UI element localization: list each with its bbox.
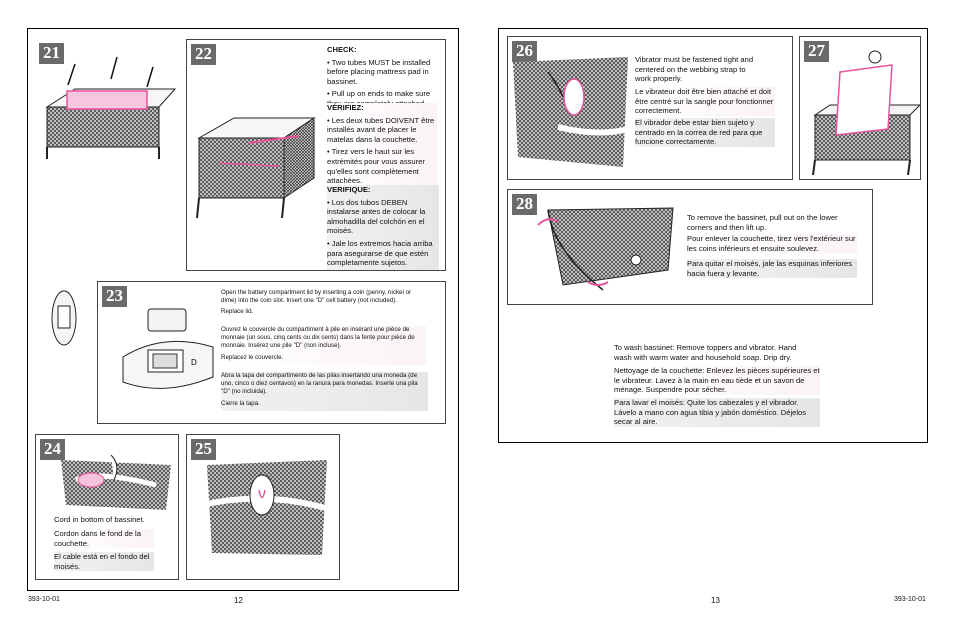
step-number: 27 [804,41,829,62]
step-number: 28 [512,194,537,215]
right-page-number: 13 [711,596,720,605]
mattress-insert-illustration [812,50,920,176]
verifique-text: VERIFIQUE: • Los dos tubos DEBEN instala… [327,185,439,270]
step-26-es: El vibrador debe estar bien sujeto y cen… [635,118,775,147]
step-26-en: Vibrator must be fastened tight and cent… [635,55,763,84]
step-number: 26 [512,41,537,62]
step-23-es: Abra la tapa del compartimento de las pi… [221,372,428,411]
step-number: 21 [39,43,64,64]
instruction-text: Abra la tapa del compartimento de las pi… [221,372,418,396]
check-item: • Two tubes MUST be installed before pla… [327,57,431,86]
step-27-panel: 27 [799,36,921,180]
step-28-en: To remove the bassinet, pull out on the … [687,213,852,233]
vibrator-battery-illustration: D [122,308,214,389]
left-page-number: 12 [234,596,243,605]
playard-illustration [45,56,177,159]
vibrator-strap-illustration [201,460,333,555]
step-21-panel: 21 [35,39,179,172]
playard-tubes-illustration [196,117,316,219]
verifiez-text: VÉRIFIEZ: • Les deux tubes DOIVENT être … [327,103,437,189]
step-26-fr: Le vibrateur doit être bien attaché et d… [635,87,775,116]
cord-illustration [61,454,171,510]
verifiez-item: • Tirez vers le haut sur les extrémités … [327,147,425,186]
step-23-panel: 23 D Open the battery compartment lid by… [97,281,446,424]
battery-label: D [191,358,197,367]
verifiez-item: • Les deux tubes DOIVENT être installés … [327,115,435,144]
instruction-text: Replacez le couvercle. [221,353,284,361]
battery-lid-illustration [51,290,77,346]
step-24-en: Cord in bottom of bassinet. [54,515,164,525]
step-24-panel: 24 Cord in bottom of bassinet. Cordon da… [35,434,179,580]
wash-es: Para lavar el moisés: Quite los cabezale… [614,398,820,427]
step-number: 22 [191,44,216,65]
check-text: CHECK: • Two tubes MUST be installed bef… [327,45,437,112]
step-number: 25 [191,439,216,460]
verifique-header: VERIFIQUE: [327,185,371,194]
step-22-panel: 22 CHECK: • Two tubes MUST be installed … [186,39,446,271]
step-28-panel: 28 To remove the bassinet, pull out on t… [507,189,873,305]
step-number: 23 [102,286,127,307]
check-header: CHECK: [327,45,357,54]
vibrator-fasten-illustration [513,57,629,167]
right-page-code: 393-10-01 [894,596,926,603]
instruction-text: Cierre la tapa. [221,399,260,407]
step-25-panel: 25 [186,434,340,580]
step-23-en: Open the battery compartment lid by inse… [221,289,426,320]
step-24-fr: Cordon dans le fond de la couchette. [54,529,154,549]
instruction-text: Replace lid. [221,308,254,316]
left-page-code: 393-10-01 [28,596,60,603]
step-28-fr: Pour enlever la couchette, tirez vers l'… [687,234,857,254]
step-24-es: El cable está en el fondo del moisés. [54,552,154,572]
step-26-panel: 26 Vibrator must be fastened tight and c… [507,36,793,180]
step-28-es: Para quitar el moisés, jale las esquinas… [687,259,857,279]
verifiez-header: VÉRIFIEZ: [327,103,364,112]
instruction-text: Ouvrez le couvercle du compartiment à pi… [221,326,415,350]
wash-en: To wash bassinet: Remove toppers and vib… [614,343,814,363]
wash-fr: Nettoyage de la couchette: Enlevez les p… [614,366,820,395]
instruction-text: Open the battery compartment lid by inse… [221,289,412,305]
step-23-fr: Ouvrez le couvercle du compartiment à pi… [221,326,426,365]
verifique-item: • Jale los extremos hacia arriba para as… [327,238,433,268]
verifique-item: • Los dos tubos DEBEN instalarse antes d… [327,197,426,236]
bassinet-remove-illustration [537,207,674,291]
step-number: 24 [40,439,65,460]
